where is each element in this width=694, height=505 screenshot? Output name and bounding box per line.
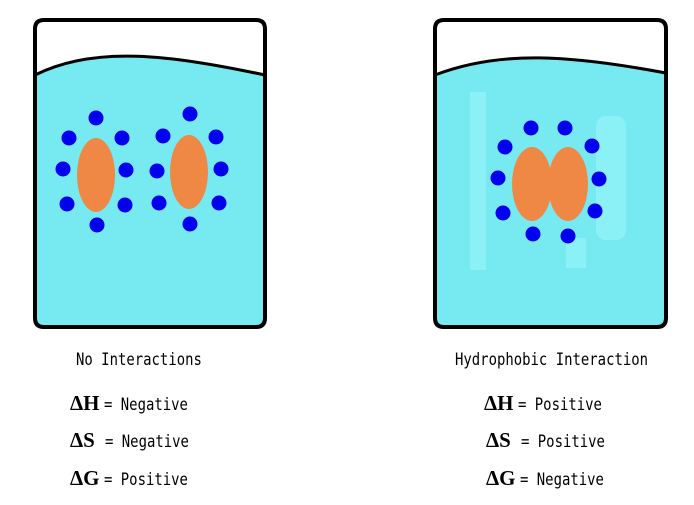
water-dot — [525, 226, 541, 242]
water-dot — [118, 162, 134, 178]
water-dot — [149, 163, 165, 179]
water-dot — [155, 128, 171, 144]
delta-g-row-right: ΔG = Negative — [486, 466, 622, 491]
water-dot — [497, 139, 513, 155]
water-dot — [490, 170, 506, 186]
beaker-outline-right — [433, 18, 668, 329]
delta-g-symbol: ΔG — [486, 466, 516, 490]
delta-h-value: = Positive — [517, 395, 602, 415]
delta-h-symbol: ΔH — [484, 391, 514, 415]
delta-g-value: = Positive — [103, 470, 188, 490]
water-dot — [182, 216, 198, 232]
water-dot — [213, 161, 229, 177]
water-dot — [523, 120, 539, 136]
water-dot — [591, 171, 607, 187]
delta-s-row-left: ΔS = Negative — [70, 428, 207, 453]
delta-h-row-right: ΔH = Positive — [484, 391, 620, 416]
beaker-right — [433, 18, 668, 329]
delta-h-symbol: ΔH — [70, 391, 100, 415]
water-surface-right — [434, 56, 667, 77]
water-dot — [557, 120, 573, 136]
caption-hydrophobic-interaction: Hydrophobic Interaction — [455, 350, 649, 370]
water-shading — [566, 238, 586, 268]
water-dot — [151, 195, 167, 211]
water-surface-left — [34, 54, 266, 77]
water-left — [35, 56, 265, 327]
water-dot — [59, 196, 75, 212]
delta-s-symbol: ΔS — [486, 428, 511, 452]
water-dot — [89, 217, 105, 233]
delta-h-row-left: ΔH = Negative — [70, 391, 206, 416]
delta-g-value: = Negative — [519, 470, 604, 490]
nonpolar-molecule — [170, 135, 208, 209]
delta-h-value: = Negative — [103, 395, 188, 415]
water-shading — [596, 116, 626, 240]
water-dot — [117, 197, 133, 213]
water-dot — [587, 203, 603, 219]
water-dot — [584, 138, 600, 154]
delta-s-value: = Negative — [104, 432, 189, 452]
water-dot — [55, 161, 71, 177]
delta-s-symbol: ΔS — [70, 428, 95, 452]
water-dot — [88, 110, 104, 126]
nonpolar-molecule — [77, 138, 115, 212]
delta-g-row-left: ΔG = Positive — [70, 466, 206, 491]
delta-s-value: = Positive — [520, 432, 605, 452]
water-dot — [495, 205, 511, 221]
water-dot — [211, 195, 227, 211]
water-shading — [470, 92, 486, 270]
beaker-outline-left — [33, 18, 267, 329]
nonpolar-molecule — [548, 147, 588, 221]
water-dot — [208, 129, 224, 145]
nonpolar-molecule — [512, 147, 552, 221]
water-dot — [114, 130, 130, 146]
water-dot — [61, 130, 77, 146]
delta-g-symbol: ΔG — [70, 466, 100, 490]
delta-s-row-right: ΔS = Positive — [486, 428, 623, 453]
beaker-left — [33, 18, 267, 329]
caption-no-interactions: No Interactions — [76, 350, 202, 370]
water-dot — [182, 106, 198, 122]
water-dot — [560, 228, 576, 244]
